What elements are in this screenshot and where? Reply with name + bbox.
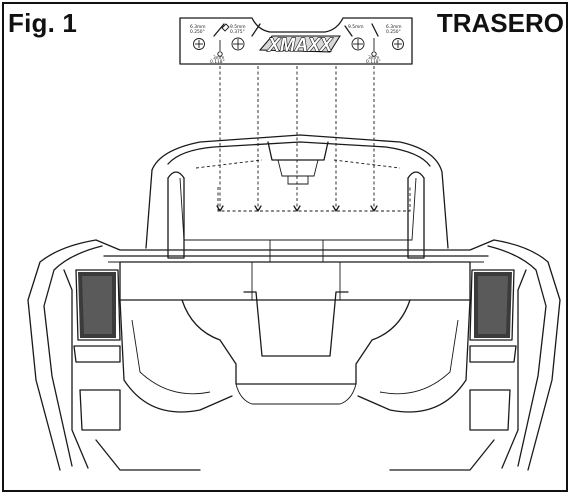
measure-text: 9.5mm [348, 24, 364, 30]
measure-text: 6.3mm [386, 24, 402, 30]
measure-text: 3mm [368, 55, 379, 61]
measure-text: 0.118" [210, 59, 225, 65]
xmaxx-logo: XMAXX [258, 34, 341, 56]
figure-number: Fig. 1 [8, 8, 78, 38]
left-drill-marker: 6.3mm 0.250" 3mm 0.118" [190, 23, 230, 65]
measure-text: 0.250" [190, 29, 205, 35]
left-drill-marker-2: 9.5mm 0.375" [230, 23, 261, 51]
view-label: TRASERO [436, 8, 564, 38]
right-drill-marker-2: 9.5mm [344, 24, 365, 51]
logo-text: XMAXX [267, 35, 333, 55]
right-drill-marker: 6.3mm 0.250" 3mm 0.118" [366, 23, 404, 65]
measure-text: 3mm [213, 55, 224, 61]
measure-text: 0.375" [230, 29, 245, 35]
measure-text: 6.3mm [190, 24, 206, 30]
measure-text: 0.250" [386, 29, 401, 35]
measure-text: 9.5mm [230, 24, 246, 30]
measure-text: 0.118" [366, 59, 381, 65]
decal-template: 6.3mm 0.250" 3mm 0.118" 9.5mm 0.375" XMA… [179, 17, 413, 65]
truck-body [27, 134, 561, 471]
